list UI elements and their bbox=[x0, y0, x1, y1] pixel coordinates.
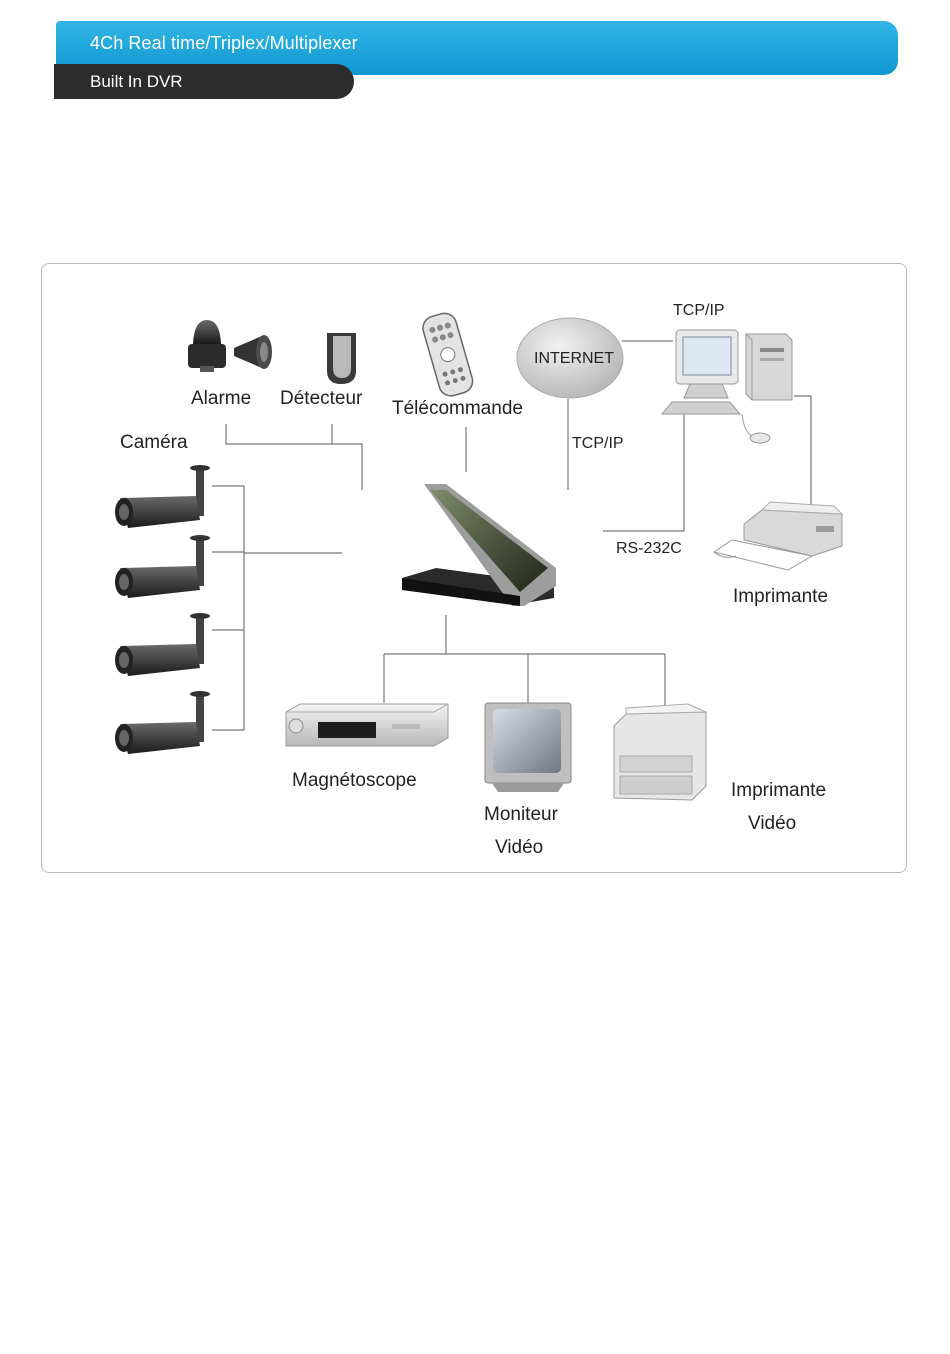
tcpip-pc-label: TCP/IP bbox=[673, 302, 725, 320]
video-printer-label-line1: Imprimante bbox=[731, 780, 826, 802]
remote-icon bbox=[420, 311, 475, 399]
alarm-icon bbox=[188, 320, 272, 372]
computer-icon bbox=[662, 330, 792, 443]
alarm-link bbox=[226, 424, 362, 490]
pc-printer-link bbox=[794, 396, 811, 512]
rs232-link bbox=[603, 410, 684, 531]
camera-1 bbox=[115, 465, 210, 528]
vcr-label: Magnétoscope bbox=[292, 770, 417, 792]
dvr-icon bbox=[402, 484, 556, 606]
rs232-label: RS-232C bbox=[616, 540, 682, 558]
alarm-label: Alarme bbox=[191, 388, 251, 410]
video-printer-label-line2: Vidéo bbox=[748, 813, 796, 835]
camera-2 bbox=[115, 535, 210, 598]
remote-label: Télécommande bbox=[392, 398, 523, 420]
detector-label: Détecteur bbox=[280, 388, 362, 410]
monitor-icon bbox=[485, 703, 571, 792]
detector-icon bbox=[327, 333, 356, 384]
camera-3 bbox=[115, 613, 210, 676]
vcr-icon bbox=[286, 704, 448, 746]
monitor-label-line1: Moniteur bbox=[484, 804, 558, 826]
tcpip-dvr-label: TCP/IP bbox=[572, 435, 624, 453]
camera-label: Caméra bbox=[120, 432, 188, 454]
monitor-label-line2: Vidéo bbox=[495, 837, 543, 859]
video-printer-icon bbox=[614, 704, 706, 800]
printer-label: Imprimante bbox=[733, 586, 828, 608]
camera-icon bbox=[115, 465, 210, 754]
camera-bus bbox=[212, 486, 342, 730]
output-bus bbox=[384, 615, 665, 708]
camera-4 bbox=[115, 691, 210, 754]
internet-label: INTERNET bbox=[534, 350, 614, 368]
printer-icon bbox=[714, 502, 842, 570]
